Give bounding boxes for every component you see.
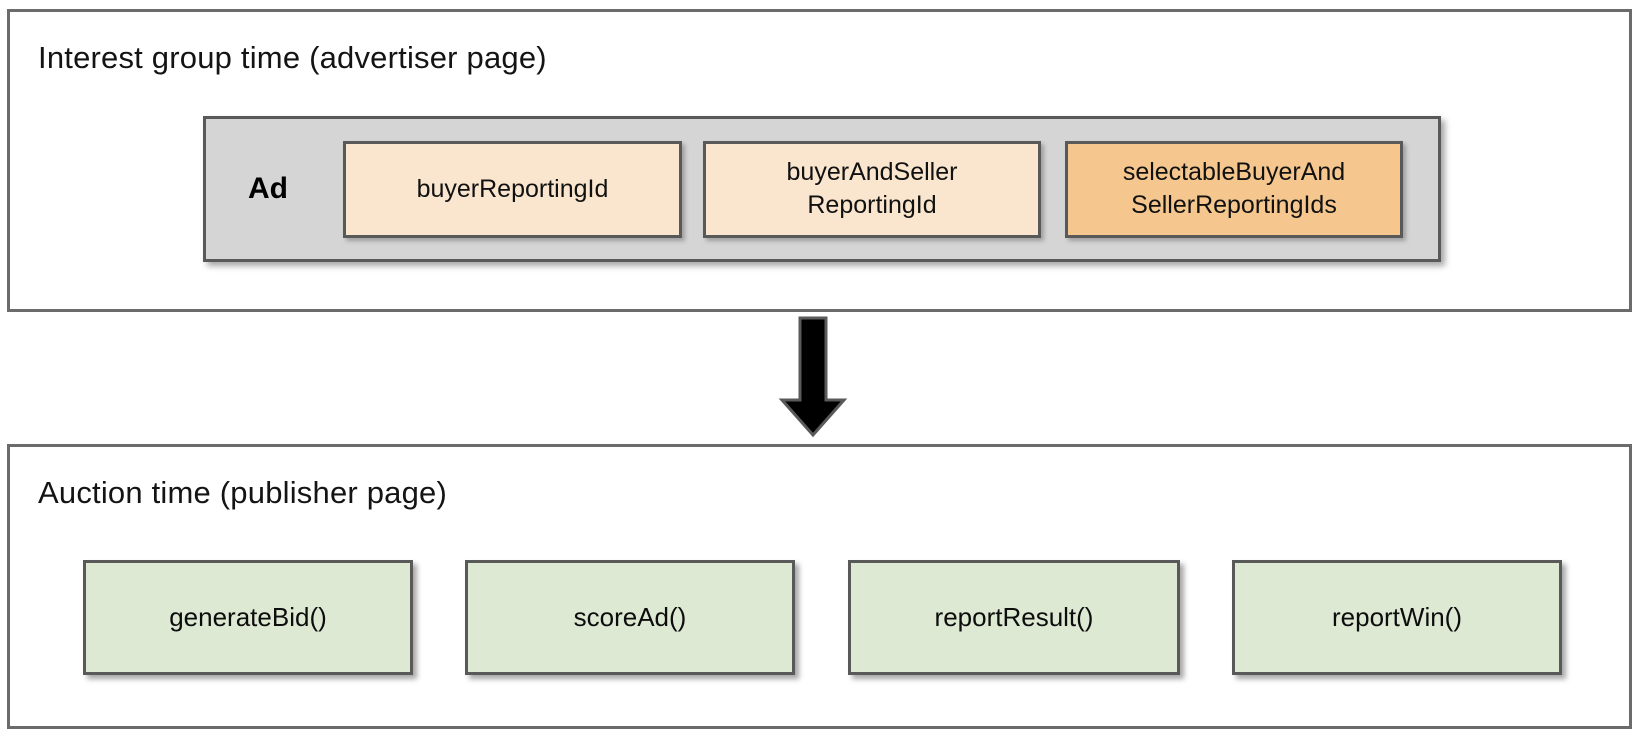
selectable-buyer-and-seller-reporting-ids-box: selectableBuyerAnd SellerReportingIds xyxy=(1065,140,1403,238)
interest-group-section: Interest group time (advertiser page) Ad… xyxy=(7,9,1632,312)
report-win-box: reportWin() xyxy=(1232,560,1562,675)
score-ad-box: scoreAd() xyxy=(465,560,795,675)
down-arrow-icon xyxy=(775,316,851,438)
generate-bid-box: generateBid() xyxy=(83,560,413,675)
buyer-and-seller-reporting-id-box: buyerAndSeller ReportingId xyxy=(703,140,1041,238)
ad-container: Ad buyerReportingId buyerAndSeller Repor… xyxy=(203,116,1441,262)
buyer-reporting-id-box: buyerReportingId xyxy=(343,140,682,238)
ad-label: Ad xyxy=(248,172,288,205)
auction-title: Auction time (publisher page) xyxy=(38,475,448,510)
report-result-box: reportResult() xyxy=(848,560,1180,675)
interest-group-title: Interest group time (advertiser page) xyxy=(38,40,547,75)
